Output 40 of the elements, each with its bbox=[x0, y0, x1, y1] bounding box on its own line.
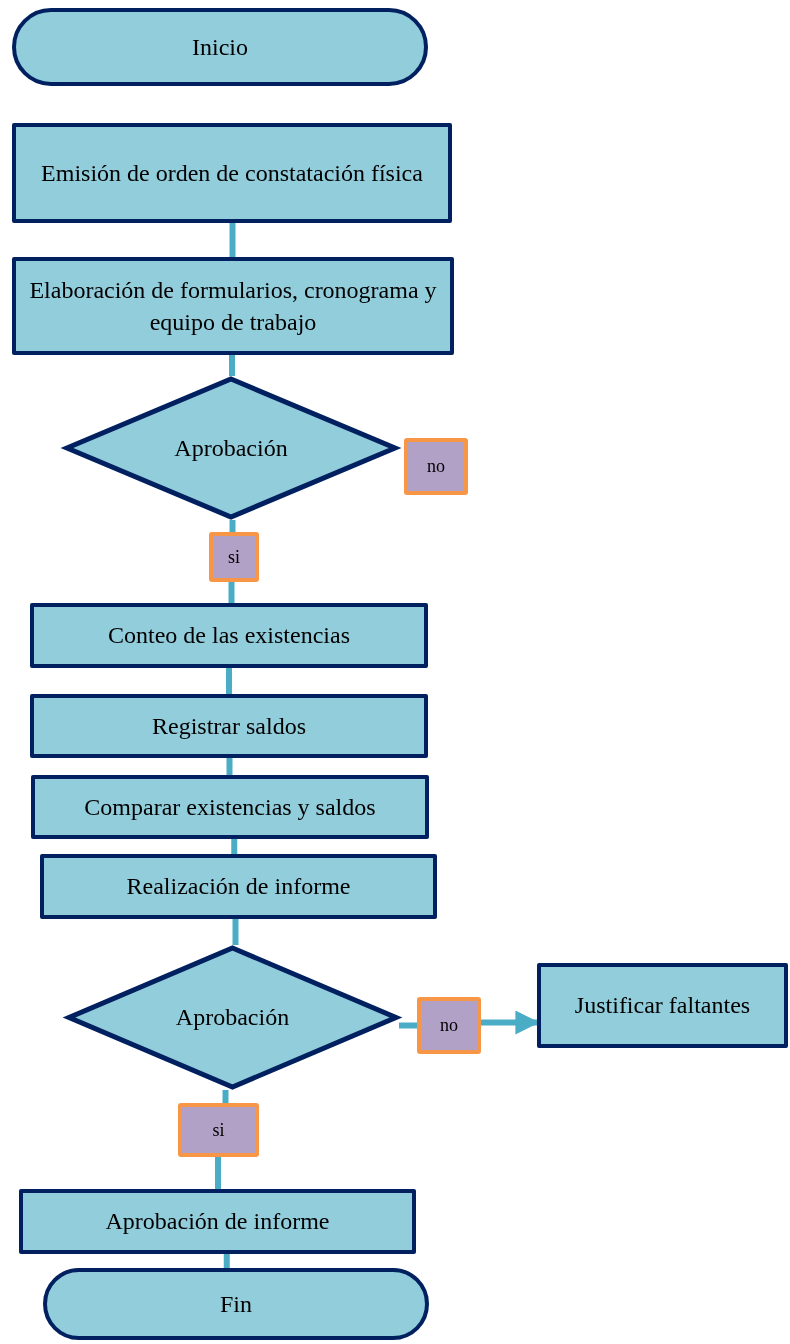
connector-line bbox=[399, 1022, 417, 1029]
node-text: Conteo de las existencias bbox=[108, 621, 350, 651]
connector-line bbox=[228, 582, 235, 603]
answer-tag bbox=[417, 997, 481, 1054]
connector-line bbox=[229, 520, 236, 532]
node-text: Aprobación bbox=[174, 433, 288, 463]
node-text: Comparar existencias y saldos bbox=[84, 792, 376, 822]
process-box bbox=[12, 257, 454, 355]
node-text: Realización de informe bbox=[126, 872, 351, 902]
node-text: Aprobación bbox=[175, 1003, 290, 1033]
connector-line bbox=[223, 1254, 230, 1268]
connector-line bbox=[222, 1090, 229, 1103]
process-box bbox=[30, 603, 428, 668]
connector-line bbox=[226, 668, 232, 694]
process-box bbox=[19, 1189, 416, 1254]
connector-line bbox=[215, 1157, 221, 1189]
node-text: Inicio bbox=[192, 32, 248, 62]
node-text: Fin bbox=[220, 1289, 252, 1319]
connector-line bbox=[231, 839, 238, 854]
answer-tag bbox=[404, 438, 468, 495]
node-text: Aprobación de informe bbox=[105, 1207, 330, 1237]
node-text: si bbox=[212, 1118, 225, 1142]
process-box bbox=[40, 854, 437, 919]
answer-tag bbox=[178, 1103, 259, 1157]
connector-line bbox=[229, 355, 235, 376]
process-box bbox=[537, 963, 788, 1048]
process-box bbox=[12, 123, 452, 223]
process-box bbox=[30, 694, 428, 758]
answer-tag bbox=[209, 532, 259, 582]
connector-line bbox=[232, 919, 239, 945]
connector-line bbox=[226, 758, 233, 775]
node-text: si bbox=[228, 545, 240, 569]
node-text: no bbox=[440, 1014, 458, 1038]
process-box bbox=[31, 775, 429, 839]
node-text: Justificar faltantes bbox=[574, 991, 751, 1021]
node-text: no bbox=[427, 455, 445, 479]
node-text: Registrar saldos bbox=[152, 711, 306, 741]
connector-line bbox=[229, 223, 236, 257]
node-text: Elaboración de formularios, cronograma y equipo de trabajo bbox=[28, 275, 438, 337]
node-text: Emisión de orden de constatación física bbox=[41, 158, 423, 188]
